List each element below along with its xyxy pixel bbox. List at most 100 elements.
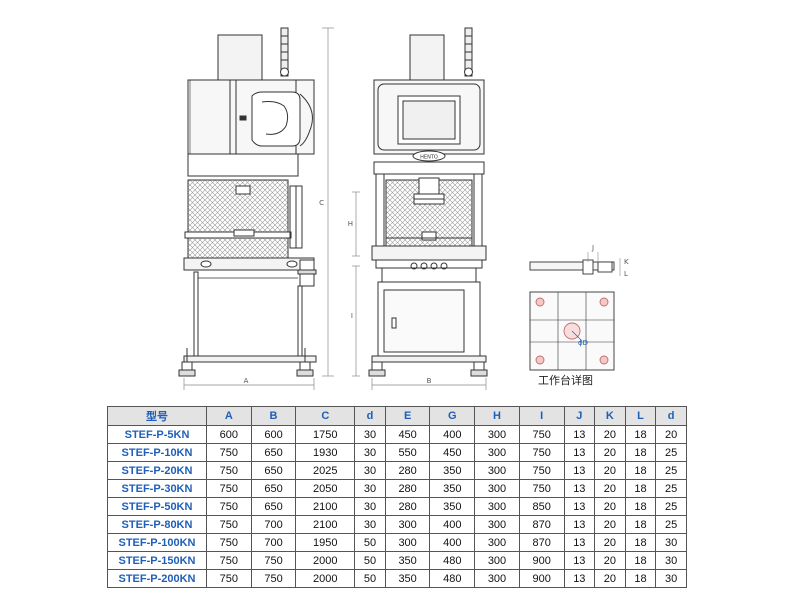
table-cell: 2050 [295,479,356,498]
technical-drawings: HENTO [178,27,629,390]
table-cell: 650 [250,497,297,516]
table-cell: 25 [655,443,687,462]
table-cell: 300 [474,551,520,570]
model-cell: STEF-P-100KN [107,533,207,552]
model-cell: STEF-P-50KN [107,497,207,516]
column-header: A [206,406,252,426]
table-cell: 20 [594,551,626,570]
table-cell: 13 [563,533,596,552]
table-cell: 2000 [295,551,356,570]
table-cell: 30 [655,533,687,552]
table-cell: 750 [250,551,297,570]
table-cell: 13 [563,461,596,480]
table-cell: 600 [206,425,252,444]
table-cell: 350 [384,551,431,570]
table-cell: 870 [518,515,565,534]
column-header: d [655,406,687,426]
table-cell: 700 [250,533,297,552]
table-cell: 280 [384,461,431,480]
table-cell: 750 [518,461,565,480]
table-cell: 750 [518,425,565,444]
table-detail-caption: 工作台详图 [538,374,593,387]
side-view [178,27,334,390]
table-cell: 1750 [295,425,356,444]
table-cell: 18 [624,461,657,480]
table-cell: 850 [518,497,565,516]
table-cell: 700 [250,515,297,534]
mounting-holes [535,297,609,365]
table-cell: 550 [384,443,431,462]
table-cell: 750 [206,443,252,462]
table-cell: 300 [474,515,520,534]
table-cell: 400 [429,533,476,552]
dim-label-c: C [319,199,324,207]
column-header-model: 型号 [107,406,207,426]
table-cell: 30 [354,461,386,480]
table-cell: 600 [250,425,297,444]
table-cell: 18 [624,425,657,444]
table-cell: 13 [563,443,596,462]
dimension-labels: A C B H I J K L ϕD [244,199,629,385]
dim-label-k: K [624,258,629,266]
table-cell: 350 [384,569,431,588]
table-cell: 480 [429,551,476,570]
table-cell: 20 [594,425,626,444]
table-cell: 18 [624,443,657,462]
table-cell: 2100 [295,497,356,516]
table-cell: 18 [624,533,657,552]
table-cell: 2000 [295,569,356,588]
table-cell: 25 [655,461,687,480]
table-cell: 650 [250,443,297,462]
dim-label-l: L [624,270,628,278]
table-cell: 20 [594,533,626,552]
table-cell: 18 [624,551,657,570]
dim-label-j: J [591,244,594,252]
column-header: H [474,406,520,426]
column-header: B [250,406,297,426]
table-cell: 20 [594,479,626,498]
table-cell: 13 [563,497,596,516]
column-header: d [354,406,386,426]
table-cell: 480 [429,569,476,588]
table-cell: 350 [429,479,476,498]
table-cell: 750 [206,461,252,480]
dim-label-b: B [427,377,432,385]
column-header: G [429,406,476,426]
table-cell: 18 [624,569,657,588]
table-cell: 300 [474,533,520,552]
table-cell: 280 [384,497,431,516]
table-cell: 750 [206,479,252,498]
column-header: I [518,406,565,426]
table-cell: 300 [474,461,520,480]
table-cell: 30 [655,551,687,570]
table-cell: 1930 [295,443,356,462]
table-cell: 13 [563,551,596,570]
table-cell: 20 [655,425,687,444]
front-feet [368,361,488,377]
table-cell: 300 [474,443,520,462]
table-cell: 30 [354,479,386,498]
front-view: HENTO [352,27,488,390]
table-detail [529,252,621,371]
model-cell: STEF-P-80KN [107,515,207,534]
table-cell: 750 [206,551,252,570]
table-cell: 30 [354,515,386,534]
brand-badge-text: HENTO [420,155,438,161]
table-cell: 300 [474,569,520,588]
table-cell: 50 [354,533,386,552]
column-header: C [295,406,356,426]
model-cell: STEF-P-20KN [107,461,207,480]
table-cell: 870 [518,533,565,552]
side-feet [178,348,314,377]
model-cell: STEF-P-5KN [107,425,207,444]
table-cell: 750 [250,569,297,588]
model-cell: STEF-P-150KN [107,551,207,570]
model-cell: STEF-P-30KN [107,479,207,498]
